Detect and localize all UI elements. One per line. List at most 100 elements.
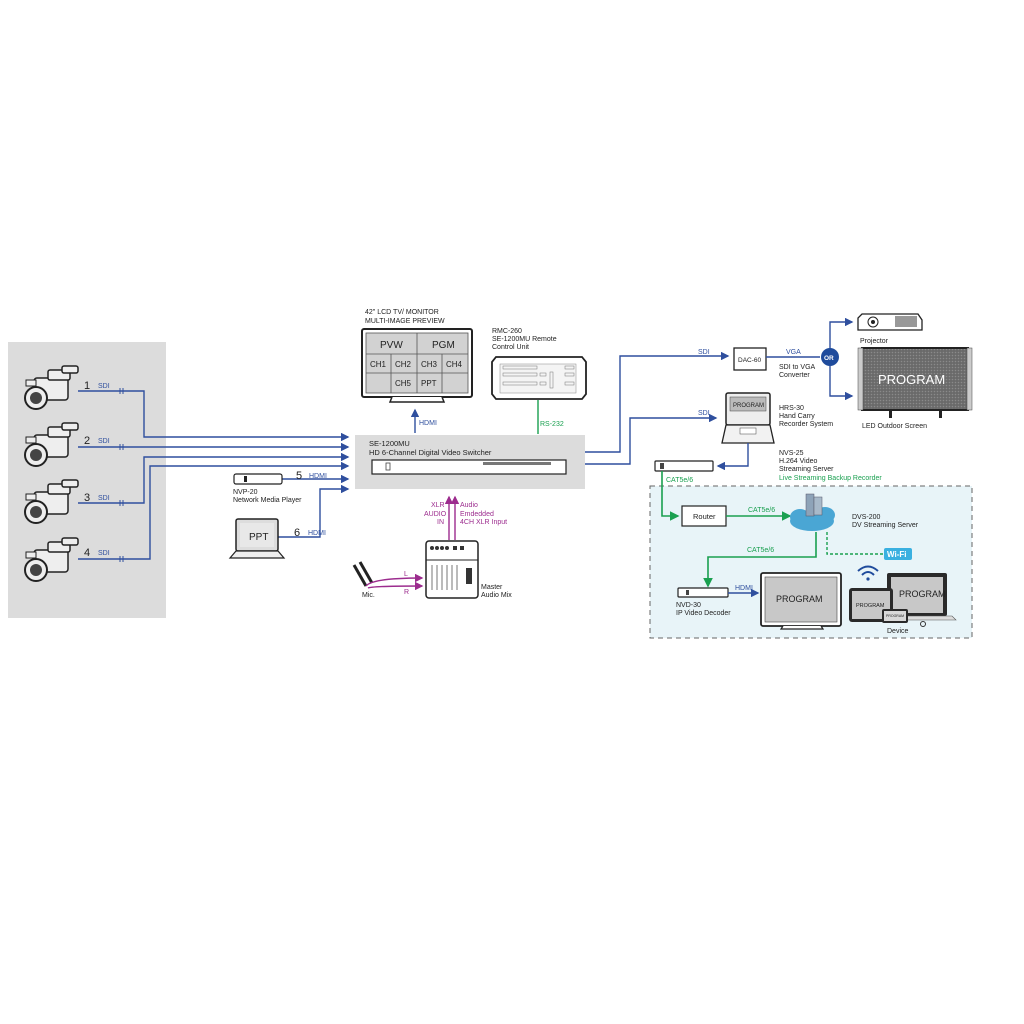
- cable-to-projector: [829, 317, 854, 349]
- camera-4: [24, 537, 79, 582]
- recorder-to-nvs-cable: [716, 443, 749, 471]
- xlr-line-3: IN: [437, 519, 444, 526]
- media-player-model: NVP-20: [233, 489, 258, 496]
- cable-breaks: [119, 388, 124, 562]
- camera-2: [24, 422, 79, 467]
- embedded-line-2: Emdedded: [460, 511, 494, 518]
- monitor-title-2: MULTI-IMAGE PREVIEW: [365, 318, 445, 325]
- router-label: Router: [693, 512, 716, 521]
- wifi-icon-dot: [866, 577, 870, 581]
- monitor-cell-ch5: CH5: [395, 379, 412, 388]
- mic-label: Mic.: [362, 592, 375, 599]
- dac-output-label: VGA: [786, 349, 801, 356]
- projector-device: [857, 313, 923, 331]
- recorder-link-label: SDI: [698, 410, 710, 417]
- program-tv: [760, 572, 842, 630]
- server-model: DVS-200: [852, 514, 881, 521]
- dac-input-label: SDI: [698, 349, 710, 356]
- cable-laptop: [278, 484, 350, 538]
- lcd-monitor: [361, 328, 473, 403]
- nvs-desc-1: H.264 Video: [779, 458, 818, 465]
- monitor-cell-ch2: CH2: [395, 360, 412, 369]
- decoder-desc: IP Video Decoder: [676, 610, 731, 617]
- camera-1: [24, 365, 79, 410]
- cable-camera-1: [78, 390, 350, 442]
- laptop-number: 6: [294, 527, 300, 539]
- recorder-desc-2: Recorder System: [779, 421, 833, 428]
- led-screen-text: PROGRAM: [878, 372, 945, 387]
- switcher-device: [371, 459, 567, 475]
- router-link-label: CAT5e/6: [748, 507, 775, 514]
- xlr-line-2: AUDIO: [424, 511, 447, 518]
- camera-1-signal: SDI: [98, 383, 110, 390]
- monitor-cell-ppt: PPT: [421, 379, 437, 388]
- recorder-desc-1: Hand Carry: [779, 413, 815, 420]
- monitor-cell-pgm: PGM: [432, 340, 455, 351]
- decoder-link-label: HDMI: [735, 585, 753, 592]
- sdi-to-recorder-cable: [585, 413, 718, 465]
- switcher-desc: HD 6-Channel Digital Video Switcher: [369, 448, 492, 457]
- monitor-title-1: 42" LCD TV/ MONITOR: [365, 309, 439, 316]
- camera-3-signal: SDI: [98, 495, 110, 502]
- dac-desc-1: SDI to VGA: [779, 364, 816, 371]
- device-phone: [882, 609, 908, 623]
- server-link-label: CAT5e/6: [747, 547, 774, 554]
- laptop-screen-text: PPT: [249, 532, 268, 543]
- or-badge-text: OR: [824, 355, 834, 362]
- wifi-icon: [857, 565, 879, 576]
- mic-left-cable: [365, 573, 424, 587]
- nvs-desc-2: Streaming Server: [779, 466, 834, 473]
- sdi-to-dac-cable: [585, 351, 730, 453]
- xlr-line-1: XLR: [431, 502, 445, 509]
- remote-model: RMC-260: [492, 328, 522, 335]
- camera-2-signal: SDI: [98, 438, 110, 445]
- recorder-screen-text: PROGRAM: [733, 403, 764, 409]
- media-player-signal: HDMI: [309, 473, 327, 480]
- dvs-cloud-server: [790, 493, 835, 531]
- cable-to-led-screen: [829, 366, 854, 401]
- device-tablet-screen: PROGRAM: [856, 603, 885, 609]
- server-to-decoder-cable: [703, 532, 817, 588]
- mixer-label-1: Master: [481, 584, 503, 591]
- nvs-model: NVS-25: [779, 450, 804, 457]
- device-laptop-screen: PROGRAM: [899, 589, 946, 599]
- monitor-link-label: HDMI: [419, 420, 437, 427]
- remote-control-unit: [491, 356, 587, 400]
- wifi-link: [826, 532, 884, 555]
- camera-4-signal: SDI: [98, 550, 110, 557]
- recorder-device: [721, 392, 775, 444]
- mixer-label-2: Audio Mix: [481, 592, 512, 599]
- device-label: Device: [887, 628, 909, 635]
- wifi-label: Wi-Fi: [887, 550, 906, 559]
- embedded-line-3: 4CH XLR Input: [460, 519, 507, 526]
- cable-camera-4: [78, 461, 350, 560]
- media-player-number: 5: [296, 470, 302, 482]
- switcher-model: SE-1200MU: [369, 439, 410, 448]
- monitor-cell-pvw: PVW: [380, 340, 403, 351]
- nvs-streaming-server: [654, 460, 714, 472]
- camera-2-number: 2: [84, 435, 90, 447]
- laptop-device: [228, 518, 286, 559]
- wifi-badge: [884, 548, 912, 560]
- camera-3: [24, 479, 79, 524]
- nvd-decoder: [677, 587, 729, 598]
- remote-desc-1: SE-1200MU Remote: [492, 336, 557, 343]
- projector-label: Projector: [860, 338, 889, 345]
- mic-right-cable: [367, 581, 424, 591]
- cable-camera-3: [78, 452, 350, 504]
- device-laptop: [877, 573, 957, 621]
- remote-link-label: RS-232: [540, 421, 564, 428]
- led-outdoor-screen: [857, 347, 973, 418]
- device-phone-screen: PROGRAM: [886, 614, 904, 618]
- camera-4-number: 4: [84, 547, 90, 559]
- laptop-signal: HDMI: [308, 530, 326, 537]
- tv-screen-text: PROGRAM: [776, 594, 823, 604]
- left-channel-label: L: [404, 571, 408, 578]
- monitor-cell-ch3: CH3: [421, 360, 438, 369]
- nvs-link-label: CAT5e/6: [666, 477, 693, 484]
- right-channel-label: R: [404, 589, 409, 596]
- dac-model: DAC-60: [738, 357, 762, 364]
- monitor-cell-ch1: CH1: [370, 360, 387, 369]
- or-badge: [821, 348, 839, 366]
